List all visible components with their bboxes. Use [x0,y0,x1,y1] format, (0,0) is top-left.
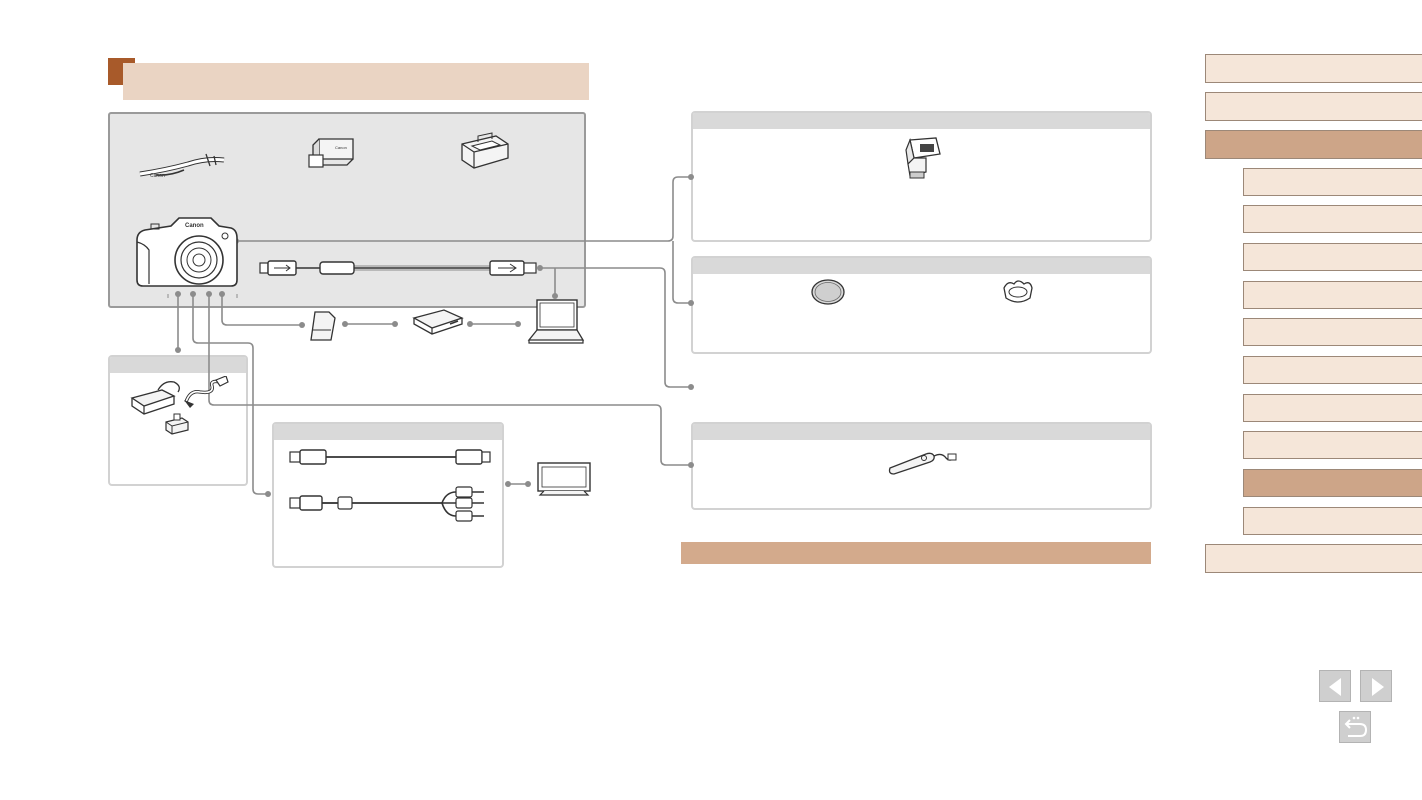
svg-text:Canon: Canon [185,223,204,229]
note-bar [681,542,1151,564]
nav-sub-4[interactable] [1243,281,1422,309]
nav-sub-5[interactable] [1243,318,1422,346]
lens-accessories-panel-header [693,258,1150,274]
svg-text:Canon: Canon [150,173,165,179]
hdmi-cable-icon [289,449,491,465]
ac-adapter-kit-icon [130,376,229,435]
nav-sub-6[interactable] [1243,356,1422,384]
previous-page-button[interactable] [1319,670,1351,702]
nav-sub-2[interactable] [1243,205,1422,233]
flash-panel-header [693,113,1150,129]
nav-main-2[interactable] [1205,92,1422,121]
svg-text:Canon: Canon [335,145,347,150]
power-supply-panel-header [110,357,246,373]
nav-sub-7[interactable] [1243,394,1422,422]
camera-icon: Canon [136,217,238,287]
nav-sub-9[interactable] [1243,469,1422,497]
next-page-icon [1372,678,1384,696]
usb-interface-cable-icon [259,260,537,276]
lens-hood-icon [1003,280,1033,303]
remote-switch-icon [888,452,957,475]
external-flash-icon [905,137,941,179]
lens-filter-icon [811,279,845,305]
nav-main-3[interactable] [1205,130,1422,159]
card-reader-icon [412,309,464,335]
return-icon [1344,716,1368,737]
av-cable-icon [289,486,484,522]
next-page-button[interactable] [1360,670,1392,702]
nav-sub-3[interactable] [1243,243,1422,271]
return-button[interactable] [1339,711,1371,743]
battery-pack-icon: Canon [308,138,354,168]
computer-icon [527,299,585,344]
lens-accessories-panel [691,256,1152,354]
nav-main-1[interactable] [1205,54,1422,83]
section-title-bar [123,63,589,100]
nav-sub-1[interactable] [1243,168,1422,196]
memory-card-icon [310,311,336,341]
battery-charger-icon [461,132,509,169]
previous-page-icon [1329,678,1341,696]
neck-strap-icon: Canon [139,153,225,179]
remote-switch-panel-header [693,424,1150,440]
nav-main-4[interactable] [1205,544,1422,573]
cables-panel-header [274,424,502,440]
tv-icon [537,462,591,496]
nav-sub-8[interactable] [1243,431,1422,459]
nav-sub-10[interactable] [1243,507,1422,535]
